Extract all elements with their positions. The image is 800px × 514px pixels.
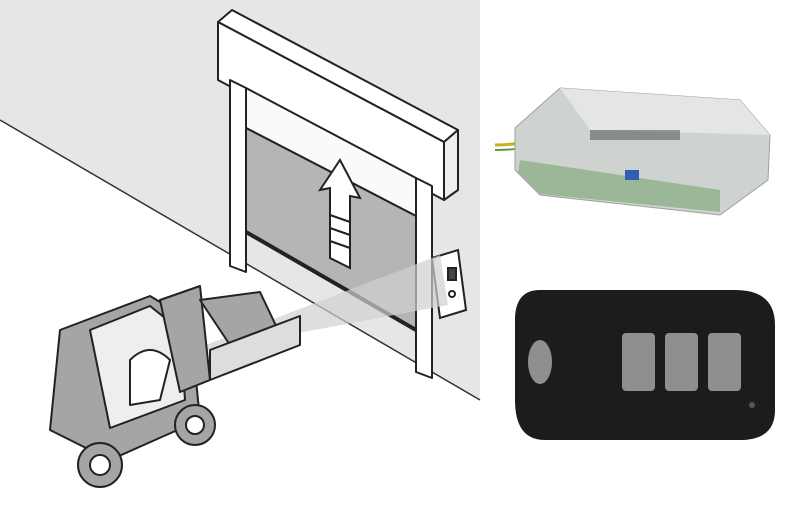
keyring-hole [528, 340, 552, 384]
blue-potentiometer [625, 170, 639, 180]
remote-control-photo [515, 290, 775, 440]
operator [129, 349, 171, 406]
illustration-panel [0, 0, 481, 488]
remote-button-3 [708, 333, 741, 391]
remote-button-1 [622, 333, 655, 391]
remote-button-2 [665, 333, 698, 391]
receiver-product-photo [494, 87, 771, 216]
forklift [49, 285, 301, 488]
arrow-up-icon [317, 158, 362, 270]
led-indicator [749, 402, 755, 408]
